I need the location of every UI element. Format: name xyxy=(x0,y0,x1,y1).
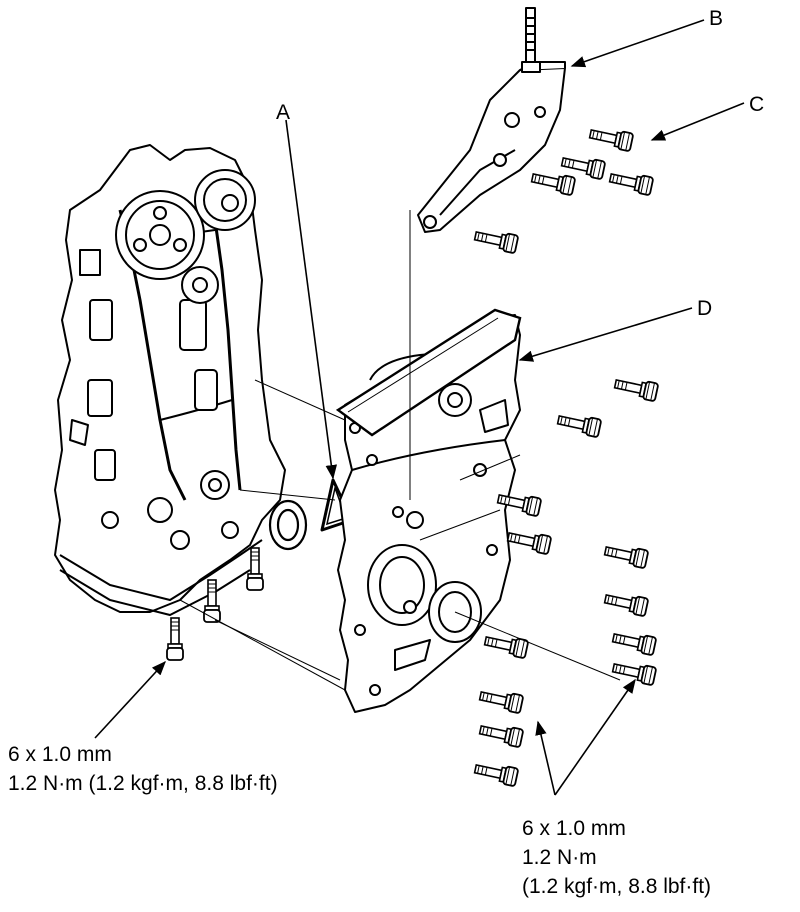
callout-a: A xyxy=(276,101,291,124)
torque-spec-right-torque: 1.2 N·m xyxy=(522,846,597,869)
callout-d: D xyxy=(697,297,713,320)
torque-spec-left-size: 6 x 1.0 mm xyxy=(8,743,112,766)
torque-spec-right-conversion: (1.2 kgf·m, 8.8 lbf·ft) xyxy=(522,875,712,898)
torque-spec-left: 6 x 1.0 mm 1.2 N·m (1.2 kgf·m, 8.8 lbf·f… xyxy=(8,740,278,798)
torque-spec-right: 6 x 1.0 mm 1.2 N·m (1.2 kgf·m, 8.8 lbf·f… xyxy=(522,814,711,901)
crankshaft-seal xyxy=(268,499,308,551)
cover-gasket-d xyxy=(335,308,522,437)
torque-spec-left-torque: 1.2 N·m (1.2 kgf·m, 8.8 lbf·ft) xyxy=(8,772,278,795)
callout-b: B xyxy=(709,7,724,30)
engine-mount-bracket xyxy=(417,7,566,233)
camshaft-sprockets xyxy=(115,169,256,304)
alignment-lines xyxy=(179,210,621,691)
callout-arrows xyxy=(94,19,745,796)
engine-block xyxy=(54,144,286,616)
callout-c: C xyxy=(749,93,765,116)
torque-spec-right-size: 6 x 1.0 mm xyxy=(522,817,626,840)
